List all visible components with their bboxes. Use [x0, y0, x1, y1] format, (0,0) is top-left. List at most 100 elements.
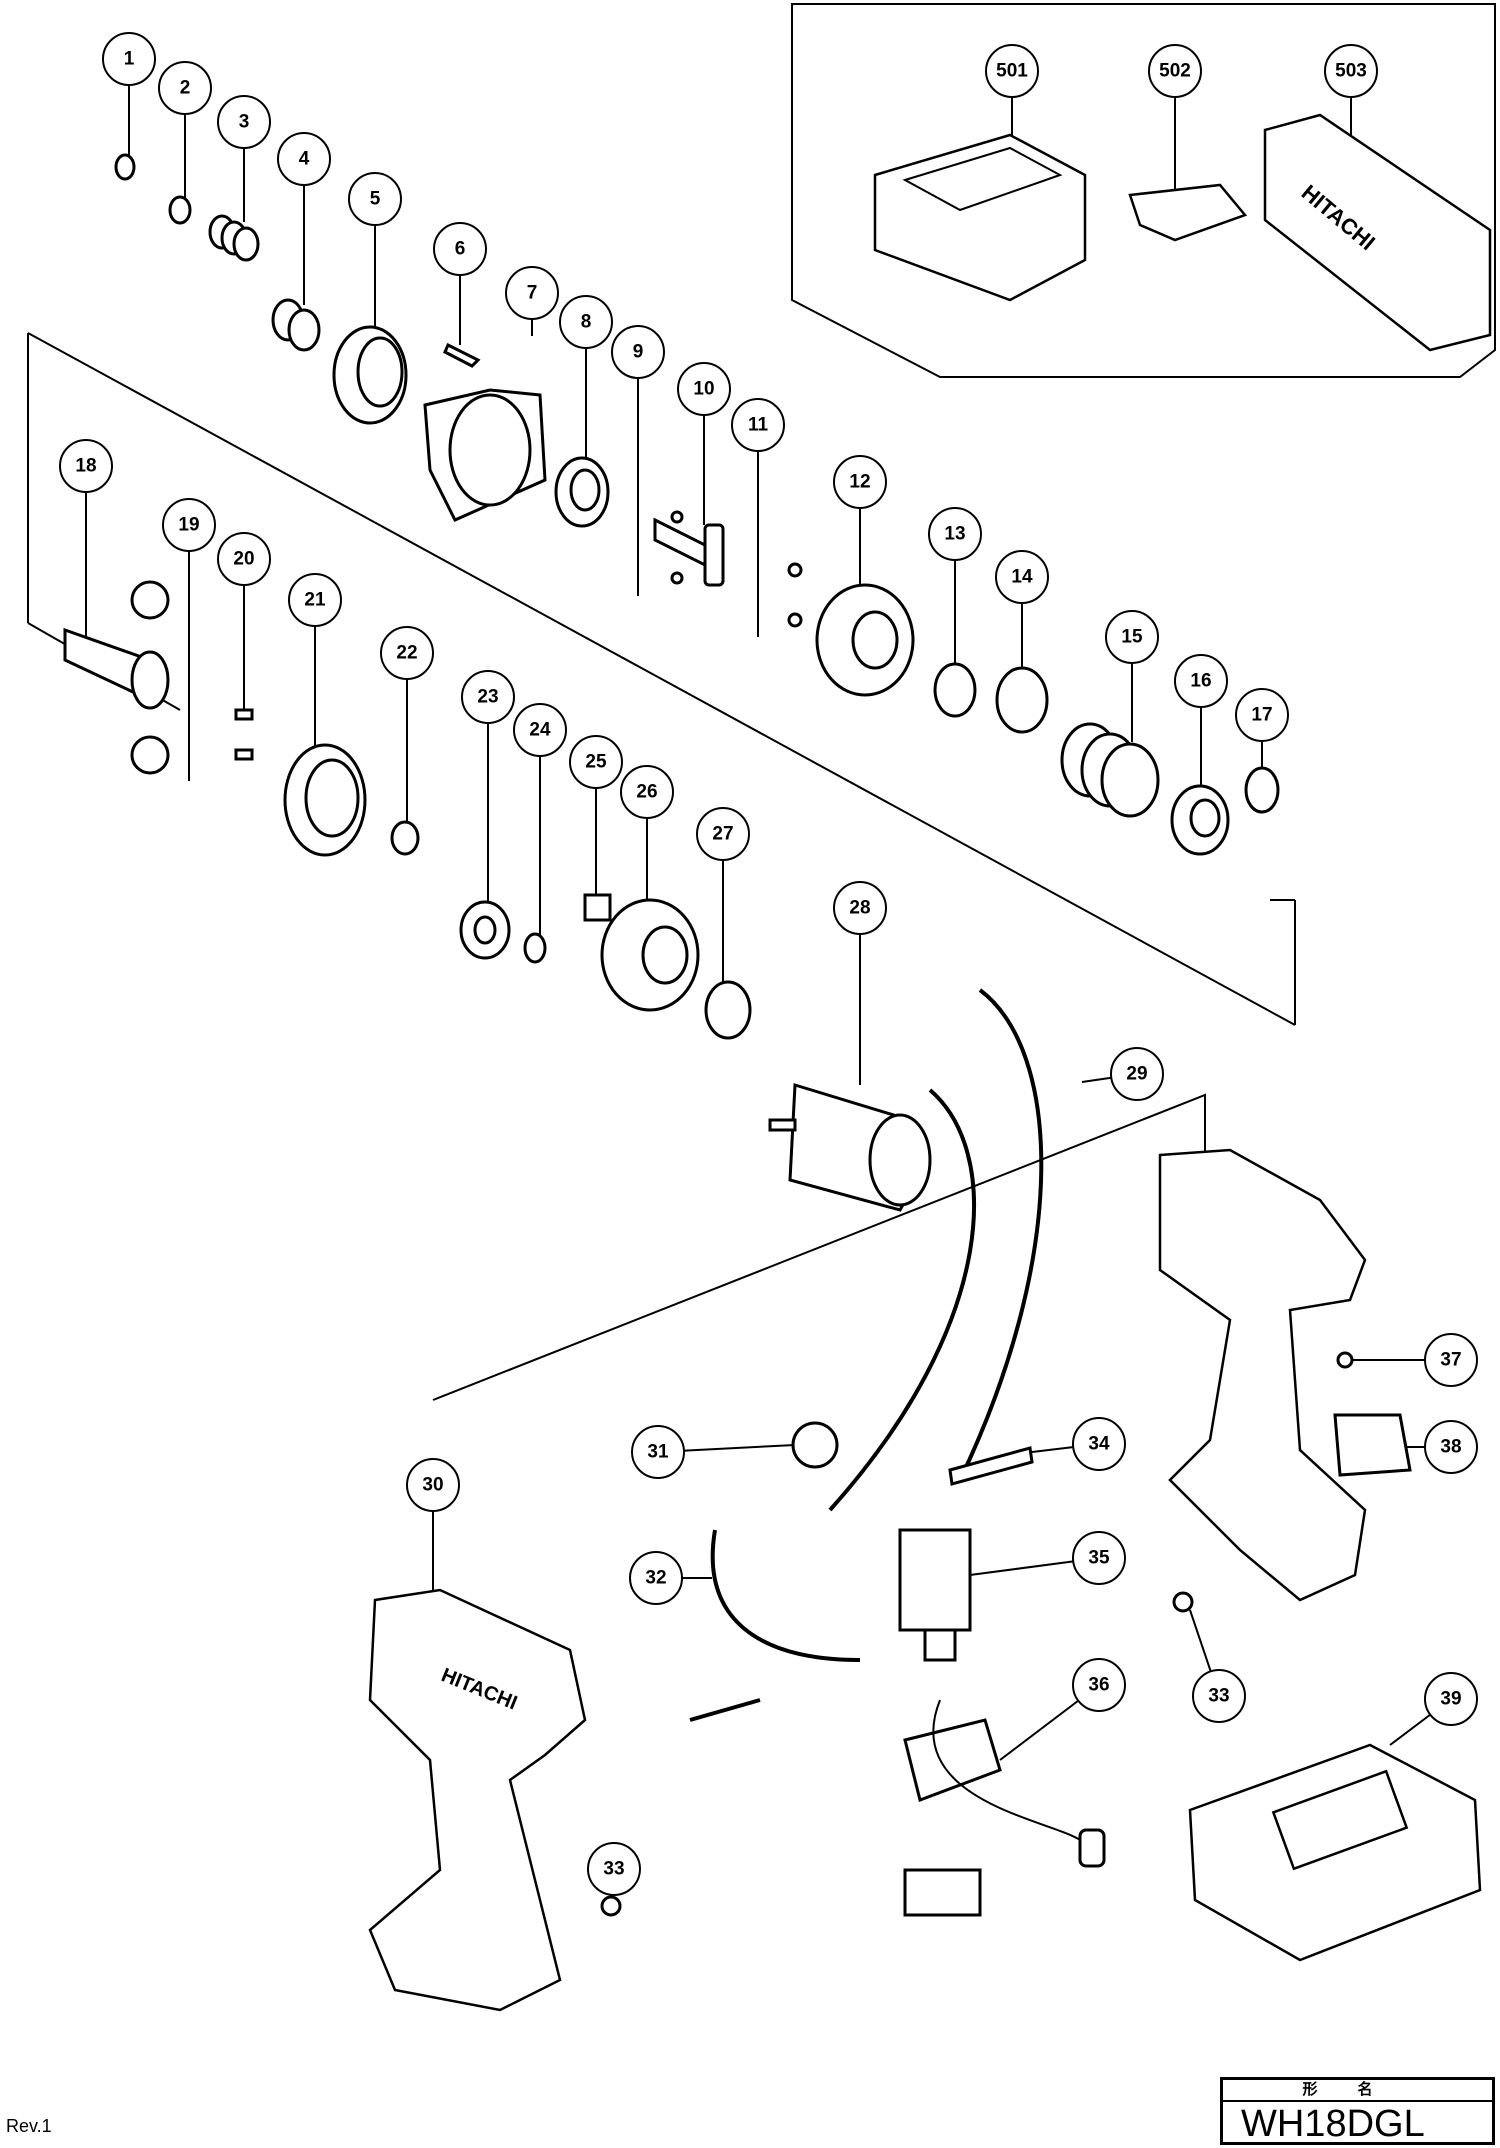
assembly-frame	[27, 332, 1296, 1401]
callout-15: 15	[1105, 610, 1159, 664]
part-39-battery	[1188, 1743, 1482, 1962]
callout-33: 33	[1192, 1669, 1246, 1723]
part-20-pin	[234, 708, 254, 721]
callout-30: 30	[406, 1458, 460, 1512]
callout-number: 6	[455, 239, 466, 260]
callout-number: 1	[124, 49, 135, 70]
part-7-hammer-case	[423, 388, 547, 522]
callout-36: 36	[1072, 1658, 1126, 1712]
callout-21: 21	[288, 573, 342, 627]
part-31-cord	[791, 1421, 839, 1469]
callout-number: 9	[633, 342, 644, 363]
part-6-screw	[443, 342, 481, 368]
callout-number: 26	[636, 782, 657, 803]
callout-number: 7	[527, 283, 538, 304]
part-18-spindle	[63, 627, 170, 710]
part-14-ring	[995, 666, 1049, 734]
model-number: WH18DGL	[1241, 2103, 1425, 2145]
callout-number: 20	[233, 549, 254, 570]
callout-20: 20	[217, 532, 271, 586]
callout-19: 19	[162, 498, 216, 552]
part-12-hammer	[815, 583, 915, 697]
part-19-gears	[130, 580, 170, 775]
part-33-nut-b	[600, 1895, 622, 1917]
callout-503: 503	[1324, 44, 1378, 98]
callout-501: 501	[985, 44, 1039, 98]
callout-number: 29	[1126, 1064, 1147, 1085]
callout-number: 39	[1440, 1689, 1461, 1710]
part-15-spring	[1060, 722, 1160, 818]
callout-number: 10	[693, 379, 714, 400]
part-4-spring	[271, 298, 321, 352]
callout-34: 34	[1072, 1417, 1126, 1471]
part-5-cap	[332, 325, 408, 425]
callout-3: 3	[217, 95, 271, 149]
callout-502: 502	[1148, 44, 1202, 98]
callout-number: 13	[944, 524, 965, 545]
part-33-nut	[1172, 1591, 1194, 1613]
part-502-adapter	[1128, 183, 1248, 242]
part-30-housing: HITACHI	[368, 1588, 587, 2012]
callout-2: 2	[158, 61, 212, 115]
part-17-ring	[1244, 766, 1280, 814]
callout-37: 37	[1424, 1333, 1478, 1387]
callout-number: 17	[1251, 705, 1272, 726]
callout-number: 502	[1159, 61, 1191, 82]
part-36-controller	[903, 1699, 1106, 1917]
callout-10: 10	[677, 362, 731, 416]
callout-39: 39	[1424, 1672, 1478, 1726]
callout-number: 501	[996, 61, 1028, 82]
part-21-gear-case	[283, 743, 367, 857]
callout-number: 33	[1208, 1686, 1229, 1707]
callout-6: 6	[433, 222, 487, 276]
callout-16: 16	[1174, 654, 1228, 708]
callout-5: 5	[348, 172, 402, 226]
callout-number: 30	[422, 1475, 443, 1496]
callout-number: 12	[849, 472, 870, 493]
callout-35: 35	[1072, 1531, 1126, 1585]
callout-29: 29	[1110, 1047, 1164, 1101]
callout-8: 8	[559, 295, 613, 349]
callout-number: 28	[849, 898, 870, 919]
part-503-case: HITACHI	[1263, 113, 1492, 352]
part-28-motor	[768, 1083, 932, 1212]
parts: HITACHI HITACHI	[63, 113, 1492, 2012]
callout-number: 2	[180, 78, 191, 99]
callout-number: 24	[529, 720, 551, 741]
part-32-wire	[689, 1529, 861, 1722]
part-29-wires	[828, 988, 1044, 1512]
part-2-washer	[168, 195, 192, 225]
callout-32: 32	[629, 1551, 683, 1605]
callout-number: 33	[603, 1859, 624, 1880]
callout-18: 18	[59, 439, 113, 493]
callout-number: 35	[1088, 1548, 1110, 1569]
callout-number: 19	[178, 515, 199, 536]
callout-13: 13	[928, 507, 982, 561]
part-8-washer	[554, 456, 610, 528]
callout-1: 1	[102, 32, 156, 86]
callout-number: 37	[1440, 1350, 1461, 1371]
callout-14: 14	[995, 550, 1049, 604]
callout-9: 9	[611, 325, 665, 379]
callout-25: 25	[569, 735, 623, 789]
callout-4: 4	[277, 132, 331, 186]
callout-number: 31	[647, 1442, 669, 1463]
part-1-ring	[114, 153, 136, 181]
part-26-bracket	[600, 898, 700, 1012]
callout-number: 4	[299, 149, 310, 170]
callout-number: 21	[304, 590, 326, 611]
part-3-spring	[208, 214, 260, 262]
callout-number: 25	[585, 752, 607, 773]
part-38-label	[1333, 1413, 1412, 1477]
callout-31: 31	[631, 1425, 685, 1479]
callout-number: 22	[396, 643, 417, 664]
part-13-ball	[933, 662, 977, 718]
callout-number: 32	[645, 1568, 666, 1589]
callout-12: 12	[833, 455, 887, 509]
callout-number: 38	[1440, 1437, 1461, 1458]
title-block-header: 形名	[1223, 2080, 1492, 2102]
part-37-38-housing	[1158, 1148, 1367, 1602]
part-24-washer	[523, 932, 547, 964]
callout-number: 503	[1335, 61, 1367, 82]
